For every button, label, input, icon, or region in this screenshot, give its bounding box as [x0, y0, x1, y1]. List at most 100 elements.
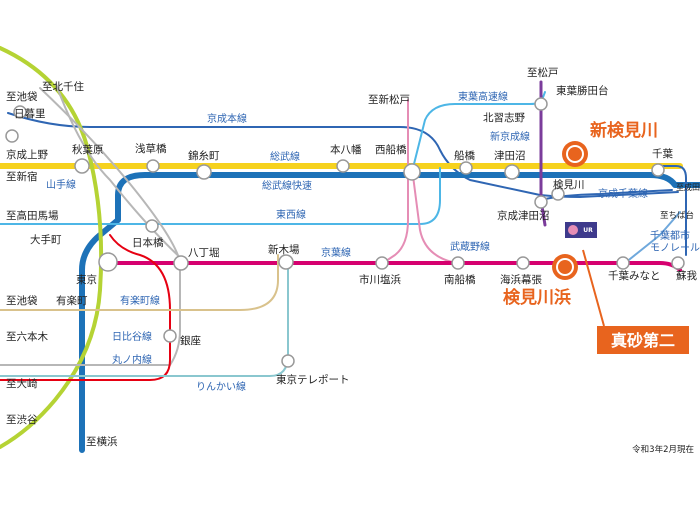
label-marunouchi: 丸ノ内線: [112, 353, 152, 366]
callout-pointer: [582, 249, 605, 327]
station-dot-tokyo: [98, 252, 118, 272]
sotobo-line: [659, 165, 687, 256]
label-kita-senju: 至北千住: [42, 80, 84, 93]
station-dot-nishifunabashi: [403, 163, 421, 181]
line-layer: [0, 46, 700, 453]
label-funabashi: 船橋: [454, 149, 475, 162]
yamanote-line: [0, 46, 104, 449]
label-soga: 蘇我: [676, 269, 697, 282]
station-dot-keisei-tsudanuma: [534, 195, 548, 209]
label-chiba-minato: 千葉みなと: [608, 269, 661, 282]
highlight-markers: 真砂第二 UR: [552, 141, 689, 354]
label-ichikawa-shiohama: 市川塩浜: [359, 273, 401, 286]
label-yurakucho: 有楽町線: [120, 294, 160, 307]
station-dot-kemigawa: [551, 187, 565, 201]
label-higashi-katsutadai: 東葉勝田台: [556, 84, 609, 97]
sobu-rapid-line: [79, 172, 700, 453]
station-dot-chibaminato: [616, 256, 630, 270]
label-nishifunabashi: 西船橋: [375, 143, 407, 156]
label-keisei-tsudanuma: 京成津田沼: [497, 209, 550, 222]
label-ginza: 銀座: [180, 334, 201, 347]
label-chishirodai: 至ちば台: [660, 210, 694, 221]
station-dot-nihonbashi: [145, 219, 159, 233]
label-shinkiba: 新木場: [268, 243, 300, 256]
label-keisei-chiba: 京成千葉線: [598, 187, 648, 200]
marker-kemigawahama-core: [558, 260, 572, 274]
as-of-note: 令和3年2月現在: [632, 444, 694, 455]
callout-text: 真砂第二: [611, 331, 675, 350]
station-dot-keisei-ueno: [5, 129, 19, 143]
label-kemigawa: 検見川: [553, 178, 585, 191]
label-narita: 至成田: [676, 182, 700, 192]
label-monorail-2: モノレール: [650, 243, 700, 254]
label-shin-matsudo: 至新松戸: [368, 93, 410, 106]
label-shibuya: 至渋谷: [6, 413, 38, 426]
label-minami-funabashi: 南船橋: [444, 273, 476, 286]
label-ikebukuro-bottom: 至池袋: [6, 294, 38, 307]
ur-logo-text: UR: [583, 227, 593, 234]
station-dot-chiba: [651, 163, 665, 177]
label-rinkai: りんかい線: [196, 380, 246, 393]
label-yokohama: 至横浜: [86, 435, 118, 448]
station-dot-soga: [671, 256, 685, 270]
label-shinkeisei: 新京成線: [490, 130, 530, 143]
station-dot-ichikawa: [375, 256, 389, 270]
label-ikebukuro-top: 至池袋: [6, 90, 38, 103]
label-keisei-main: 京成本線: [207, 112, 247, 125]
station-labels: 至池袋 日暮里 至北千住 京成上野 至新宿 秋葉原 浅草橋 錦糸町 本八幡 西船…: [6, 66, 700, 448]
marker-shin-kemigawa-core: [568, 147, 582, 161]
label-tokyo-teleport: 東京テレポート: [276, 373, 350, 386]
label-sobu: 総武線: [270, 150, 300, 163]
label-otemachi: 大手町: [30, 233, 62, 246]
label-takadanobaba: 至高田馬場: [6, 209, 59, 222]
label-kita-narashino: 北習志野: [483, 111, 525, 124]
label-tozai: 東西線: [276, 208, 306, 221]
label-monorail-1: 千葉都市: [650, 229, 690, 242]
label-kemigawahama: 検見川浜: [503, 287, 571, 308]
label-nihonbashi: 日本橋: [132, 236, 164, 249]
label-motoyawata: 本八幡: [330, 143, 362, 156]
station-dot-ginza: [163, 329, 177, 343]
label-asakusabashi: 浅草橋: [135, 142, 167, 155]
label-tokyo: 東京: [76, 273, 97, 286]
label-osaki: 至大崎: [6, 377, 38, 390]
station-dot-motoyawata: [336, 159, 350, 173]
label-musashino: 武蔵野線: [450, 240, 490, 253]
label-keiyo: 京葉線: [321, 246, 351, 259]
yurakucho-line: [0, 254, 279, 311]
callout-box: [597, 326, 689, 354]
station-dot-minamifunabashi: [451, 256, 465, 270]
musashino-north: [379, 99, 409, 266]
station-dot-teleport: [281, 354, 295, 368]
station-layer: [5, 97, 685, 368]
keiyo-line: [108, 261, 682, 272]
label-hatchobori: 八丁堀: [188, 247, 220, 259]
label-toyo: 東葉高速線: [458, 90, 508, 103]
station-dot-nippori: [13, 105, 27, 119]
hibiya-line: [0, 87, 181, 366]
label-yamanote: 山手線: [46, 178, 76, 191]
station-dot-kita-narashino: [534, 97, 548, 111]
label-keisei-ueno: 京成上野: [6, 148, 48, 161]
label-shin-kemigawa: 新検見川: [590, 120, 658, 141]
label-tsudanuma: 津田沼: [494, 149, 526, 162]
station-dot-akihabara: [74, 158, 90, 174]
station-dot-shinkiba: [278, 254, 294, 270]
ur-logo-icon: [568, 225, 578, 235]
label-nippori: 日暮里: [14, 107, 46, 120]
station-dot-kaihin: [516, 256, 530, 270]
station-dot-hatchobori: [173, 255, 189, 271]
label-sobu-rapid: 総武線快速: [262, 179, 312, 192]
chuo-line: [55, 83, 186, 263]
label-yurakucho: 有楽町: [56, 294, 88, 307]
label-chiba: 千葉: [652, 147, 673, 160]
label-hibiya: 日比谷線: [112, 330, 152, 343]
monorail-line: [624, 211, 681, 264]
label-shinjuku: 至新宿: [6, 170, 38, 183]
musashino-south: [411, 167, 453, 263]
station-dot-kinshicho: [196, 164, 212, 180]
label-matsudo: 至松戸: [527, 66, 559, 79]
station-dot-asakusabashi: [146, 159, 160, 173]
label-akihabara: 秋葉原: [72, 143, 104, 156]
